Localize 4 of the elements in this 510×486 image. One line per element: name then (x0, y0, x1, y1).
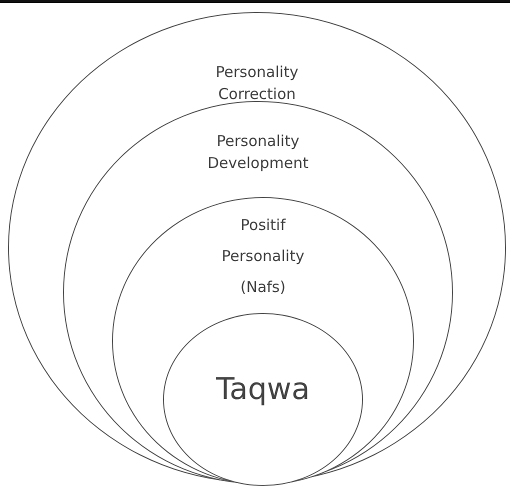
circle-label: Positif Personality (Nafs) (220, 215, 306, 298)
circle-label: Personality Development (206, 131, 310, 174)
circle-label: Personality Correction (214, 62, 300, 105)
circle-label: Taqwa (215, 372, 311, 408)
